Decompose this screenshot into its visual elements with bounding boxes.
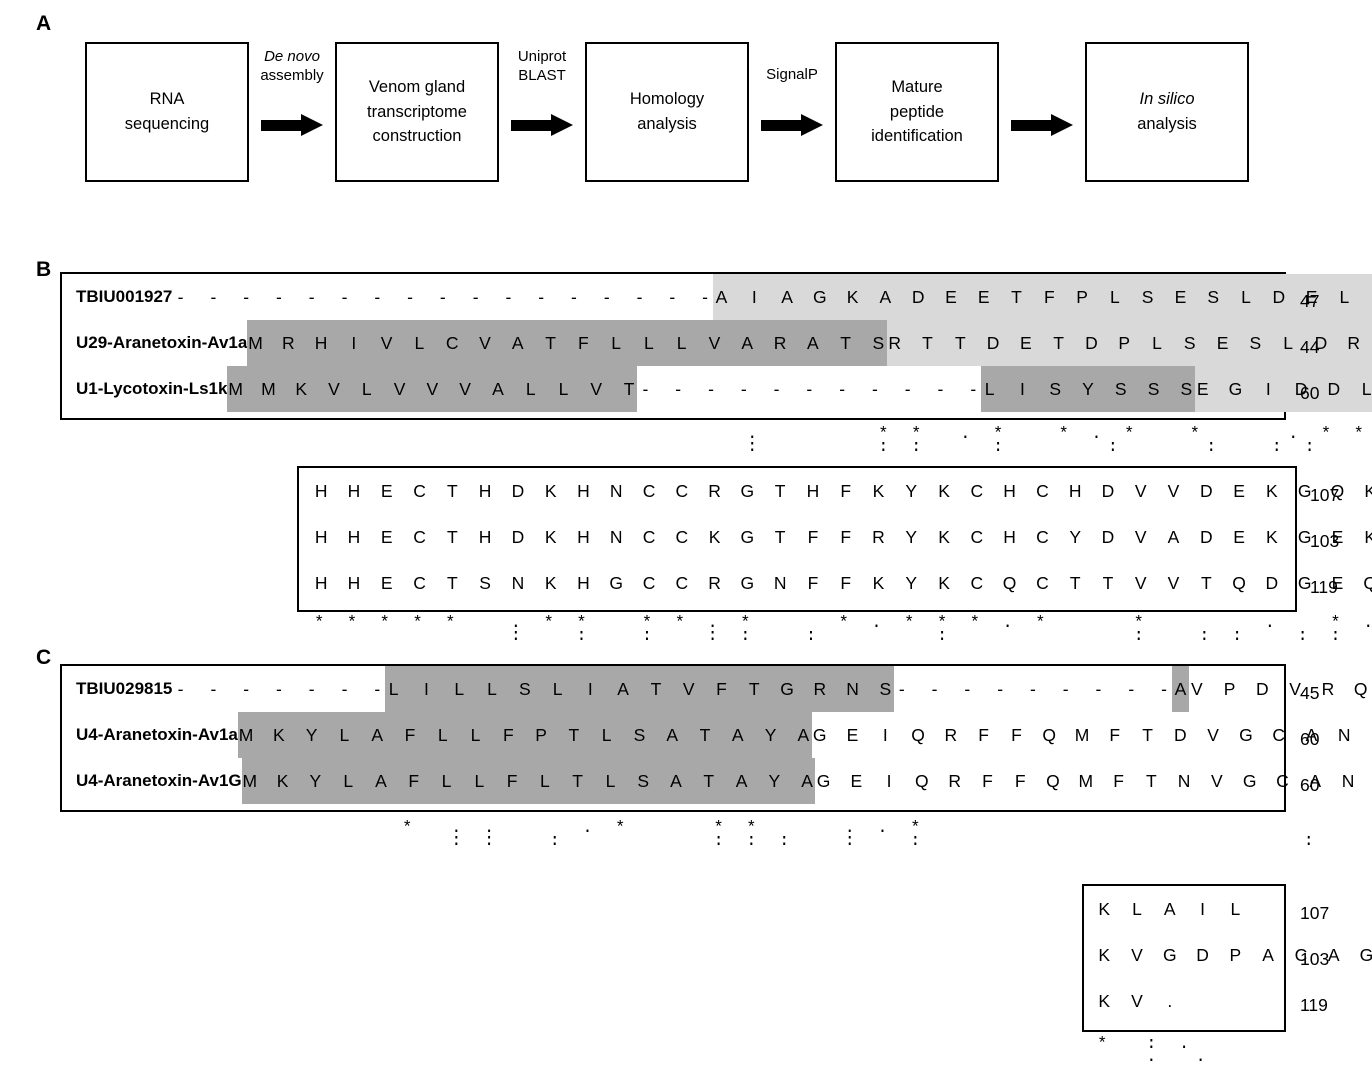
residue-count: 107: [1310, 485, 1340, 505]
conservation-line-b1-a: . * * . * * . * * . * * . . . * * *: [747, 425, 1364, 444]
alignment-row: K L A I L: [1084, 886, 1284, 932]
conservation-line-b2-a: * * * * * . * * * * . * * . * * * . * * …: [314, 614, 1372, 633]
arrow-label-uniprot-blast: Uniprot BLAST: [499, 48, 585, 86]
alignment-row: H H E C T S N K H G C C R G N F F K Y K …: [299, 560, 1372, 606]
arrow-label-line: assembly: [260, 66, 324, 84]
residue-count: 107: [1300, 903, 1330, 923]
sequence-b2-r1: H H E C T H D K H N C C K G T F F R Y K …: [314, 527, 1372, 547]
sequence-label: TBIU001927: [76, 287, 173, 306]
arrow-label-signalp: SignalP: [749, 66, 835, 85]
flow-box-rna-sequencing: RNA sequencing: [85, 42, 249, 182]
flow-box-line: analysis: [1137, 115, 1197, 133]
alignment-row: U29-Aranetoxin-Av1a M R H I V L C V A T …: [62, 320, 1372, 366]
residue-count: 103: [1300, 949, 1330, 969]
flow-box-line: sequencing: [124, 115, 210, 133]
flow-gap-2: Uniprot BLAST: [499, 42, 585, 182]
sequence-label: TBIU029815: [76, 679, 173, 698]
flow-box-venom-gland-transcriptome: Venom gland transcriptome construction: [335, 42, 499, 182]
alignment-row: TBIU029815 - - - - - - -L I L L S L I A …: [62, 666, 1368, 712]
flow-box-line: Venom gland: [368, 77, 466, 96]
residue-count: 60: [1300, 383, 1320, 403]
sequence-b1-r2: M M K V L V V V A L L V T- - - - - - - -…: [227, 366, 1372, 412]
panel-b-alignment-block-1: TBIU001927 - - - - - - - - - - - - - - -…: [60, 272, 1372, 420]
arrow-icon: [761, 114, 823, 136]
sequence-label: U4-Aranetoxin-Av1G: [76, 771, 242, 790]
flow-box-line: transcriptome: [367, 102, 467, 121]
flow-box-line: Homology: [629, 90, 705, 109]
alignment-row: H H E C T H D K H N C C R G T H F K Y K …: [299, 468, 1372, 514]
arrow-icon: [511, 114, 573, 136]
conservation-line-b1-b: : : : : : : : : : : : : :: [747, 438, 1372, 457]
panel-a-flowchart: A RNA sequencing De novo assembly Venom …: [0, 0, 1372, 200]
alignment-row: K V .: [1084, 978, 1284, 1024]
flow-box-line: analysis: [637, 115, 697, 133]
conservation-line-c2-a: * : .: [1097, 1035, 1190, 1054]
residue-count: 60: [1300, 775, 1320, 795]
conservation-line-c1-a: * . . . * * * . . * . . . * * * * * * * …: [402, 819, 921, 838]
arrow-label-line: SignalP: [766, 66, 818, 83]
sequence-label: U29-Aranetoxin-Av1a: [76, 333, 248, 352]
panel-a-letter: A: [36, 12, 52, 35]
sequence-c2-r0: K L A I L: [1098, 899, 1241, 919]
flow-box-line: RNA: [149, 90, 185, 109]
panel-c-alignment-block-2: K L A I L K V G D P A C A G I Q K V .: [1082, 884, 1372, 1032]
sequence-c1-r0: - - - - - - -L I L L S L I A T V F T G R…: [172, 666, 1372, 712]
residue-count: 60: [1300, 729, 1320, 749]
sequence-label: U4-Aranetoxin-Av1a: [76, 725, 238, 744]
residue-count: 103: [1310, 531, 1340, 551]
panel-b-letter: B: [36, 258, 52, 281]
arrow-label-line: De novo: [264, 48, 320, 65]
sequence-b2-r2: H H E C T S N K H G C C R G N F F K Y K …: [314, 573, 1372, 593]
arrow-label-de-novo-assembly: De novo assembly: [249, 48, 335, 86]
residue-count: 119: [1300, 995, 1328, 1015]
arrow-icon: [1011, 114, 1073, 136]
arrow-icon: [261, 114, 323, 136]
flow-box-line: In silico: [1139, 90, 1195, 109]
panel-c-letter: C: [36, 646, 52, 669]
flow-box-line: identification: [871, 127, 963, 146]
flow-box-line: peptide: [889, 102, 945, 121]
alignment-row: U1-Lycotoxin-Ls1k M M K V L V V V A L L …: [62, 366, 1372, 412]
panel-b-alignment-block-2: H H E C T H D K H N C C R G T H F K Y K …: [297, 466, 1372, 612]
residue-count: 45: [1300, 683, 1320, 703]
residue-count: 44: [1300, 337, 1320, 357]
flow-box-line: Mature: [891, 77, 943, 96]
alignment-row: TBIU001927 - - - - - - - - - - - - - - -…: [62, 274, 1372, 320]
sequence-b1-r0: - - - - - - - - - - - - - - - - -A I A G…: [172, 274, 1372, 320]
alignment-row: K V G D P A C A G I Q: [1084, 932, 1372, 978]
flow-box-line: construction: [372, 127, 462, 146]
arrow-label-line: BLAST: [518, 66, 566, 84]
sequence-c2-r1: K V G D P A C A G I Q: [1098, 945, 1372, 965]
flow-gap-4: [999, 42, 1085, 182]
conservation-line-c2-b: . .: [1146, 1048, 1206, 1067]
flow-box-homology-analysis: Homology analysis: [585, 42, 749, 182]
flowchart-row: RNA sequencing De novo assembly Venom gl…: [85, 42, 1249, 182]
flow-box-in-silico-analysis: In silico analysis: [1085, 42, 1249, 182]
conservation-line-c1-b: : : : : : : : : : : : : : : :: [451, 832, 1314, 851]
alignment-row: U4-Aranetoxin-Av1a M K Y L A F L L F P T…: [62, 712, 1372, 758]
flow-gap-3: SignalP: [749, 42, 835, 182]
flow-box-mature-peptide-identification: Mature peptide identification: [835, 42, 999, 182]
residue-count: 119: [1310, 577, 1338, 597]
flow-gap-1: De novo assembly: [249, 42, 335, 182]
alignment-row: U4-Aranetoxin-Av1G M K Y L A F L L F L T…: [62, 758, 1354, 804]
sequence-b2-r0: H H E C T H D K H N C C R G T H F K Y K …: [314, 481, 1372, 501]
conservation-line-b2-b: : : : : : : : : : : : : : : : : : : : : …: [510, 627, 1341, 646]
panel-c-alignment-block-1: TBIU029815 - - - - - - -L I L L S L I A …: [60, 664, 1372, 812]
sequence-label: U1-Lycotoxin-Ls1k: [76, 379, 228, 398]
residue-count: 47: [1300, 291, 1320, 311]
alignment-row: H H E C T H D K H N C C K G T F F R Y K …: [299, 514, 1372, 560]
arrow-label-line: Uniprot: [517, 48, 567, 65]
sequence-c2-r2: K V .: [1098, 991, 1173, 1011]
